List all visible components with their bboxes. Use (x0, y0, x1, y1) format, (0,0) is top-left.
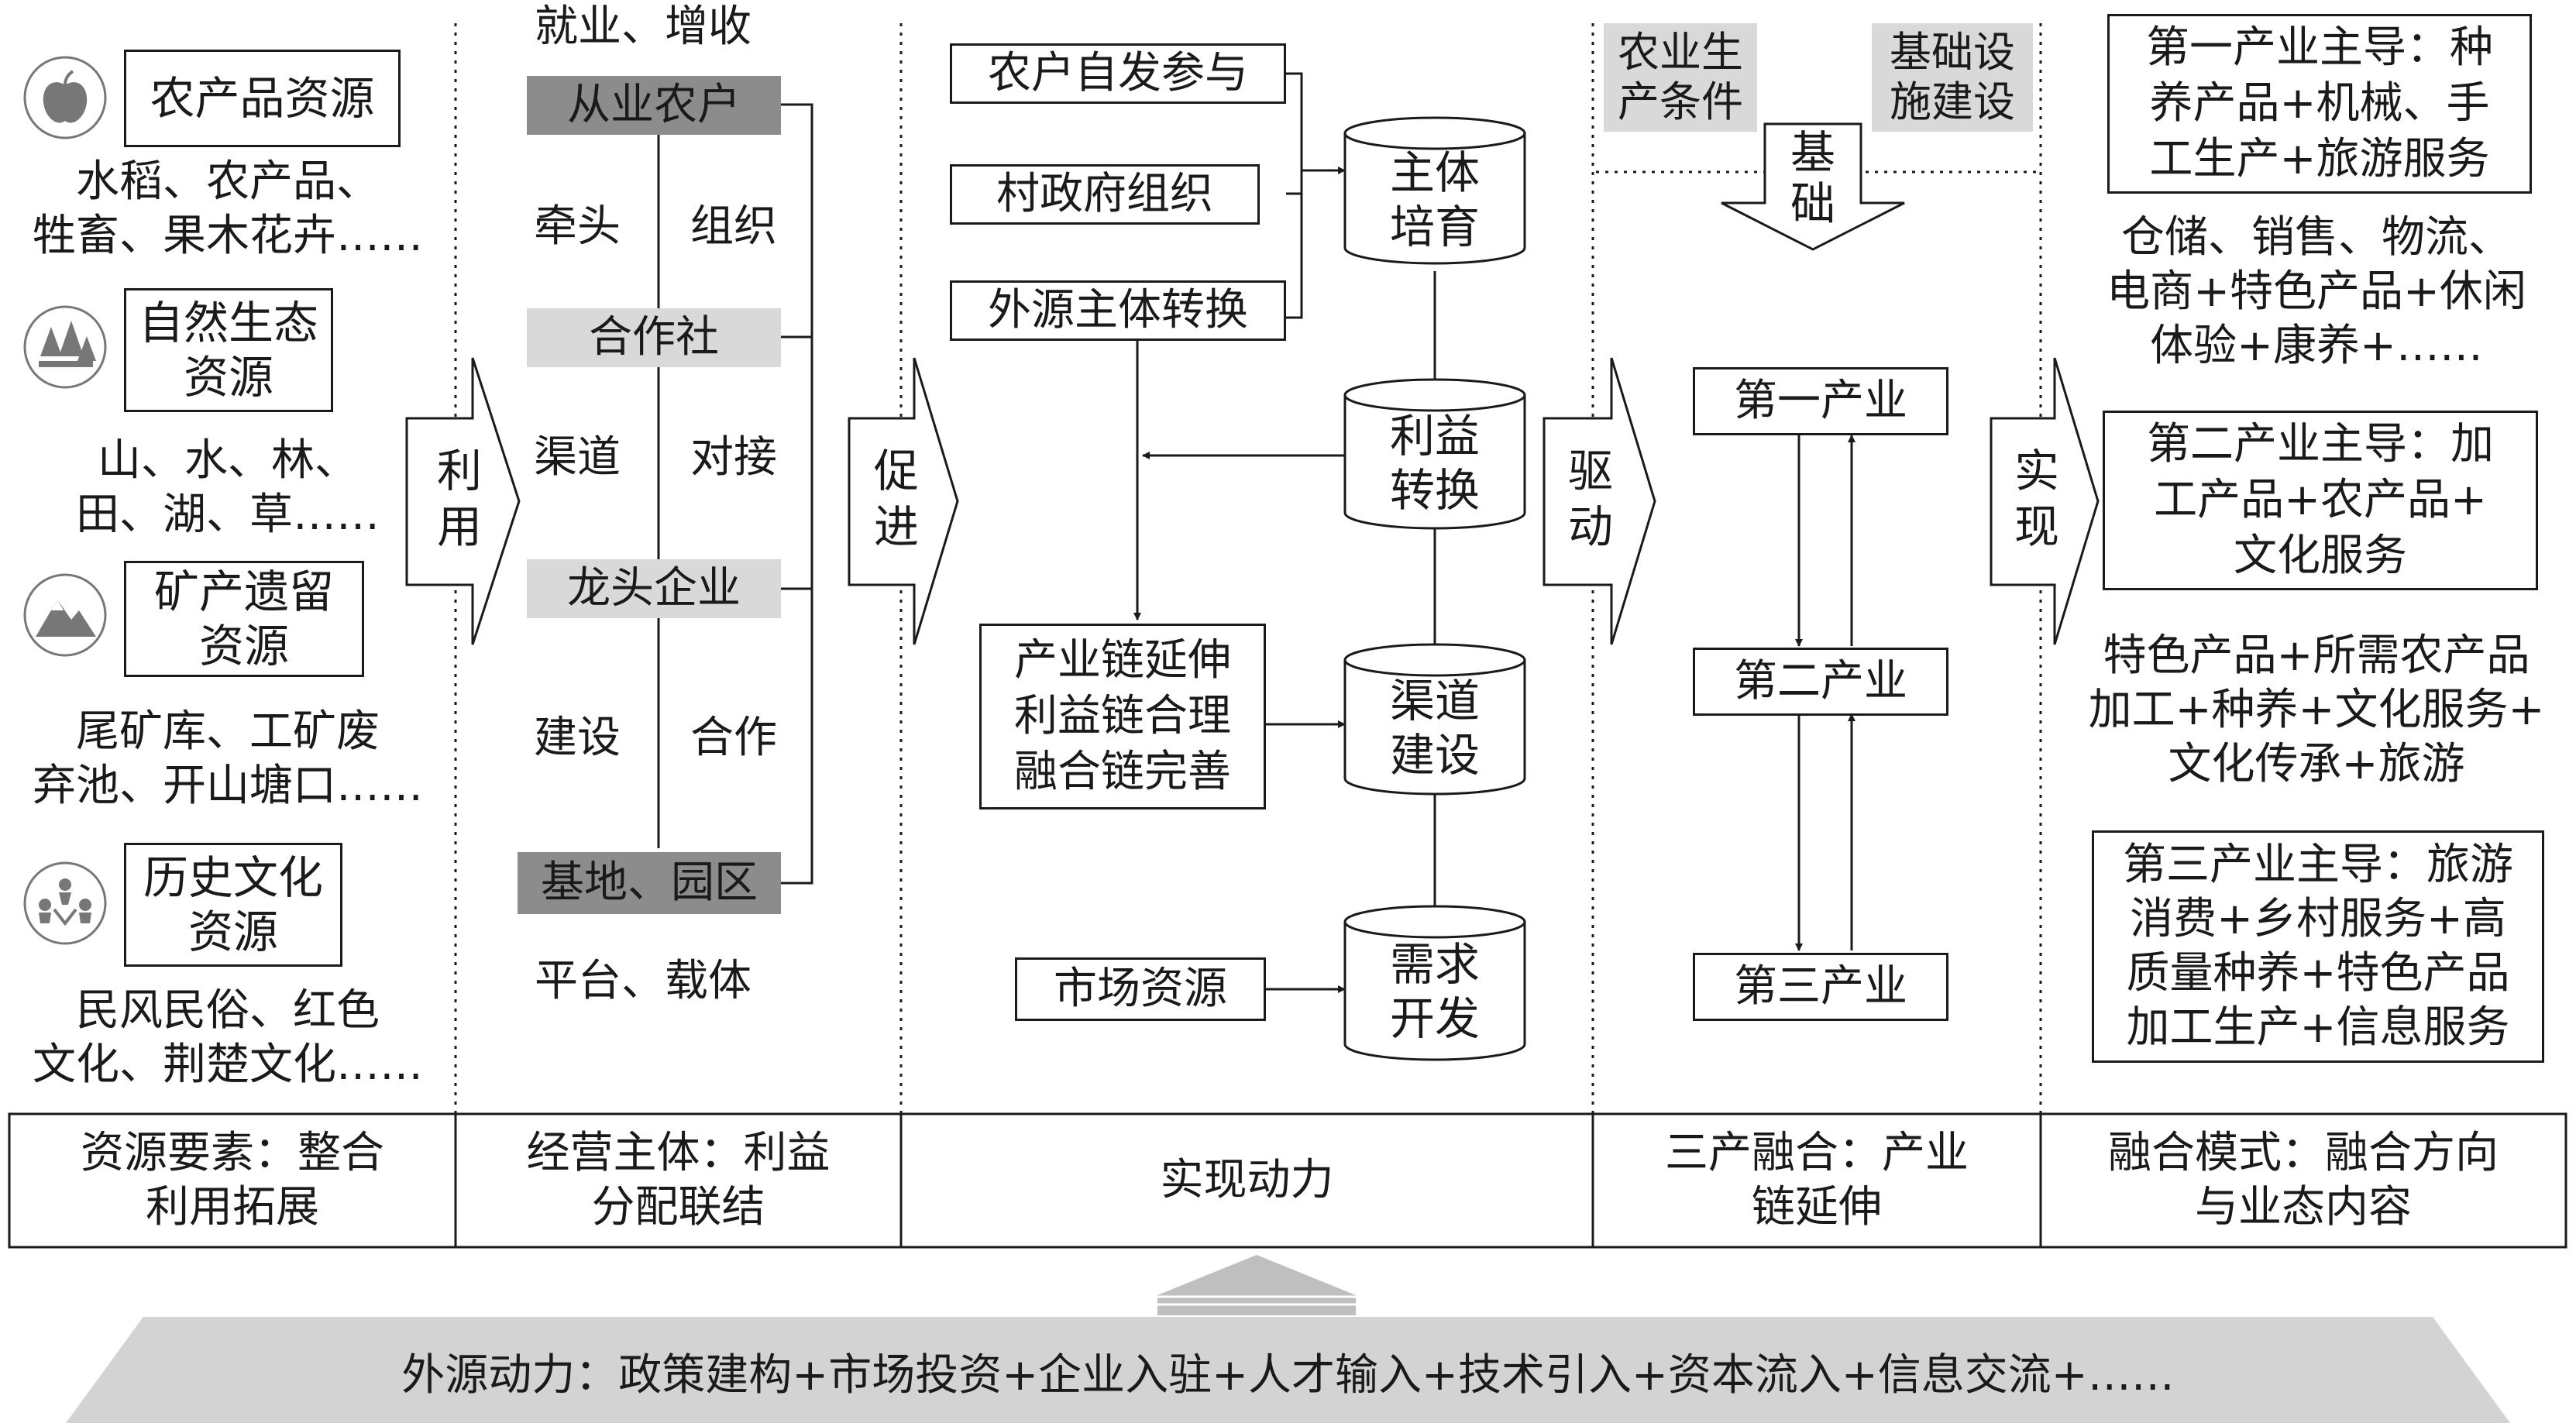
cylinder-channel-label: 渠道 建设 (1389, 675, 1480, 782)
cylinder-subject (1343, 133, 1526, 265)
build-label: 建设 (534, 713, 621, 763)
resource-mineral-label: 矿产遗留 资源 (124, 561, 364, 677)
use-label: 利 用 (436, 445, 482, 553)
power-lines (1133, 72, 1436, 993)
cylinder-channel (1343, 660, 1526, 796)
resource-agri-label: 农产品资源 (124, 50, 401, 147)
forest-icon (23, 305, 107, 389)
market-resource-box: 市场资源 (1015, 957, 1266, 1021)
operator-lines (657, 103, 813, 885)
label-modes: 融合模式：融合方向 与业态内容 (2108, 1128, 2499, 1232)
external-power-text: 外源动力：政策建构+市场投资+企业入驻+人才输入+技术引入+资本流入+信息交流+… (401, 1350, 2175, 1401)
source-external-subject: 外源主体转换 (950, 280, 1286, 341)
mode-tertiary-box: 第三产业主导：旅游 消费+乡村服务+高 质量种养+特色产品 加工生产+信息服务 (2092, 830, 2544, 1063)
promote-label: 促 进 (873, 445, 919, 553)
people-icon (23, 861, 107, 945)
source-village-gov: 村政府组织 (950, 164, 1260, 225)
realize-arrow (1990, 357, 2100, 645)
upward-arrow (1157, 1255, 1356, 1315)
connect-label: 对接 (690, 432, 777, 483)
foundation-arrow (1721, 122, 1905, 251)
label-power: 实现动力 (1160, 1155, 1334, 1205)
industry-arrows (1795, 435, 1855, 951)
realize-label: 实 现 (2014, 445, 2059, 553)
mode-primary-text: 仓储、销售、物流、 电商+特色产品+休闲 体验+康养+…… (2107, 212, 2526, 371)
organize-label: 组织 (690, 201, 777, 252)
cooperative-node: 合作社 (527, 308, 781, 367)
cylinder-benefit-label: 利益 转换 (1389, 410, 1480, 517)
drive-arrow (1543, 357, 1656, 645)
external-band (66, 1317, 2510, 1423)
channel-label: 渠道 (534, 432, 621, 483)
mode-secondary-text: 特色产品+所需农产品 加工+种养+文化服务+ 文化传承+旅游 (2088, 631, 2545, 789)
chain-box: 产业链延伸 利益链合理 融合链完善 (979, 624, 1266, 809)
cylinder-benefit (1343, 395, 1526, 530)
farmers-node: 从业农户 (527, 76, 781, 135)
leading-enterprise-node: 龙头企业 (527, 559, 781, 618)
mode-primary-box: 第一产业主导：种 养产品+机械、手 工生产+旅游服务 (2107, 14, 2532, 194)
cylinder-demand-label: 需求 开发 (1389, 938, 1480, 1045)
base-park-node: 基地、园区 (518, 852, 781, 914)
operators-bottom-note: 平台、载体 (535, 956, 751, 1006)
resource-culture-label: 历史文化 资源 (124, 843, 342, 967)
upward-arrow-stripes (1157, 1295, 1356, 1306)
operators-top-note: 就业、增收 (535, 2, 751, 52)
resource-culture-examples: 民风民俗、红色 文化、荆楚文化…… (33, 985, 423, 1090)
mode-secondary-box: 第二产业主导：加 工产品+农产品+ 文化服务 (2103, 411, 2538, 590)
drive-label: 驱 动 (1567, 445, 1613, 553)
label-integration: 三产融合：产业 链延伸 (1665, 1128, 1969, 1232)
resource-eco-label: 自然生态 资源 (124, 288, 333, 412)
tertiary-industry: 第三产业 (1693, 953, 1948, 1021)
use-arrow (405, 357, 521, 645)
secondary-industry: 第二产业 (1693, 648, 1948, 716)
infrastructure-node: 基础设 施建设 (1872, 23, 2033, 132)
promote-arrow (848, 357, 959, 645)
resource-agri-examples: 水稻、农产品、 牲畜、果木花卉…… (33, 156, 423, 261)
mountain-icon (23, 573, 107, 657)
cooperate-label: 合作 (690, 713, 777, 763)
primary-industry: 第一产业 (1693, 367, 1948, 435)
source-farmers: 农户自发参与 (950, 43, 1286, 104)
bottom-table (8, 1112, 2567, 1249)
lead-label: 牵头 (534, 201, 621, 252)
foundation-label: 基 础 (1790, 126, 1835, 230)
label-resources: 资源要素：整合 利用拓展 (81, 1128, 384, 1232)
apple-icon (23, 56, 107, 139)
resource-eco-examples: 山、水、林、 田、湖、草…… (76, 435, 380, 540)
resource-mineral-examples: 尾矿库、工矿废 弃池、开山塘口…… (33, 706, 423, 811)
agri-conditions-node: 农业生 产条件 (1604, 23, 1757, 132)
cylinder-subject-label: 主体 培育 (1389, 146, 1480, 253)
cylinder-demand (1343, 922, 1526, 1061)
label-operators: 经营主体：利益 分配联结 (526, 1128, 831, 1232)
cylinders (1343, 116, 1526, 1061)
